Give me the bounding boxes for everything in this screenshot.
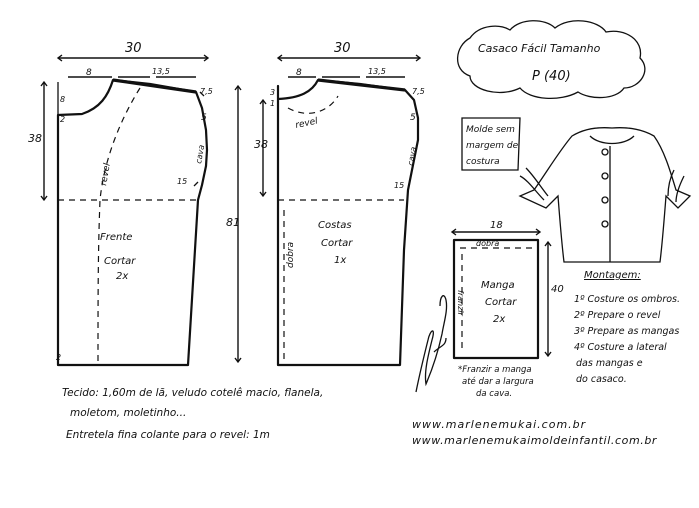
montagem-step-4b: das mangas e [576, 358, 643, 369]
url-2[interactable]: www.marlenemukaimoldeinfantil.com.br [412, 434, 658, 447]
sleeve-length-label: 40 [551, 284, 564, 295]
back-total-length-label: 81 [226, 216, 240, 229]
title-cloud: Casaco Fácil Tamanho P (40) [456, 20, 646, 100]
front-shoulder-drop-label: 13,5 [152, 67, 170, 76]
back-revel-label: revel [295, 116, 320, 131]
back-armhole-depth-label: 38 [254, 138, 268, 151]
back-piece: 30 8 13,5 7,5 3 1 5 38 81 15 revel cava … [226, 41, 425, 367]
front-cut-label: Cortar [104, 256, 136, 267]
website-links: www.marlenemukai.com.br www.marlenemukai… [412, 418, 658, 447]
back-width-label: 30 [334, 41, 351, 56]
front-outline [56, 78, 209, 367]
front-left-depth-label: 2 [60, 115, 65, 124]
montagem-step-4c: do casaco. [576, 374, 627, 385]
sleeve-franzir-label: franzir [456, 290, 465, 317]
coat-illustration [518, 127, 692, 263]
title-line2: P (40) [532, 69, 571, 84]
montagem-step-2: 2º Prepare o revel [574, 310, 661, 321]
back-shoulder-drop-label: 13,5 [368, 67, 386, 76]
margin-note-line3: costura [466, 157, 500, 167]
sleeve-dobra-label: dobra [476, 239, 499, 248]
back-armhole-mark: 5 [410, 113, 416, 123]
sleeve-qty-label: 2x [493, 314, 505, 325]
front-shoulder-height-label: 7,5 [200, 87, 213, 96]
back-neck-depth-label: 3 [270, 88, 275, 97]
sleeve-width-label: 18 [490, 220, 503, 231]
fabric-line3: Entretela fina colante para o revel: 1m [66, 429, 270, 441]
sleeve-note-line1: *Franzir a manga [458, 365, 532, 375]
back-qty-label: 1x [334, 255, 346, 266]
margin-note: Molde sem margem de costura [461, 117, 521, 171]
title-line1: Casaco Fácil Tamanho [478, 42, 601, 55]
back-piece-label: Costas [318, 220, 352, 231]
url-1[interactable]: www.marlenemukai.com.br [412, 418, 587, 431]
signature [415, 295, 448, 393]
back-cava-label: cava [406, 146, 418, 166]
front-piece: 30 8 13,5 7,5 8 2 5 38 15 2 revel cava F… [28, 41, 213, 367]
back-side-mark: 15 [394, 181, 404, 190]
front-qty-label: 2x [116, 271, 128, 282]
montagem-step-4: 4º Costure a lateral [574, 342, 667, 353]
montagem-steps: Montagem: 1º Costure os ombros. 2º Prepa… [574, 270, 680, 385]
sleeve-cut-label: Cortar [485, 297, 517, 308]
back-left-depth-label: 1 [270, 99, 275, 108]
front-cava-label: cava [194, 144, 206, 164]
front-revel-label: revel [99, 162, 113, 186]
montagem-step-3: 3º Prepare as mangas [574, 326, 679, 337]
margin-note-line1: Molde sem [466, 125, 515, 135]
fabric-info: Tecido: 1,60m de lã, veludo cotelê macio… [62, 387, 323, 441]
front-neck-depth-label: 8 [60, 95, 65, 104]
front-piece-label: Frente [100, 232, 132, 243]
montagem-step-1: 1º Costure os ombros. [574, 294, 680, 305]
front-side-mark: 15 [177, 177, 187, 186]
sleeve-piece: 18 40 dobra franzir Manga Cortar 2x *Fra… [450, 220, 564, 399]
sleeve-piece-label: Manga [481, 280, 515, 291]
front-neck-width-label: 8 [86, 68, 92, 78]
back-cut-label: Cortar [321, 238, 353, 249]
back-dobra-label: dobra [286, 242, 296, 268]
fabric-line2: moletom, moletinho... [70, 407, 186, 419]
margin-note-line2: margem de [466, 141, 519, 151]
front-armhole-mark: 5 [201, 113, 207, 123]
sleeve-outline [452, 238, 540, 360]
sleeve-note-line2: até dar a largura [462, 376, 534, 387]
back-shoulder-height-label: 7,5 [412, 87, 425, 96]
front-armhole-depth-label: 38 [28, 132, 42, 145]
front-hem-mark: 2 [56, 353, 61, 362]
back-neck-width-label: 8 [296, 68, 302, 78]
montagem-title: Montagem: [584, 270, 641, 281]
sleeve-note-line3: da cava. [476, 389, 512, 399]
front-width-label: 30 [125, 41, 142, 56]
fabric-line1: Tecido: 1,60m de lã, veludo cotelê macio… [62, 387, 323, 399]
